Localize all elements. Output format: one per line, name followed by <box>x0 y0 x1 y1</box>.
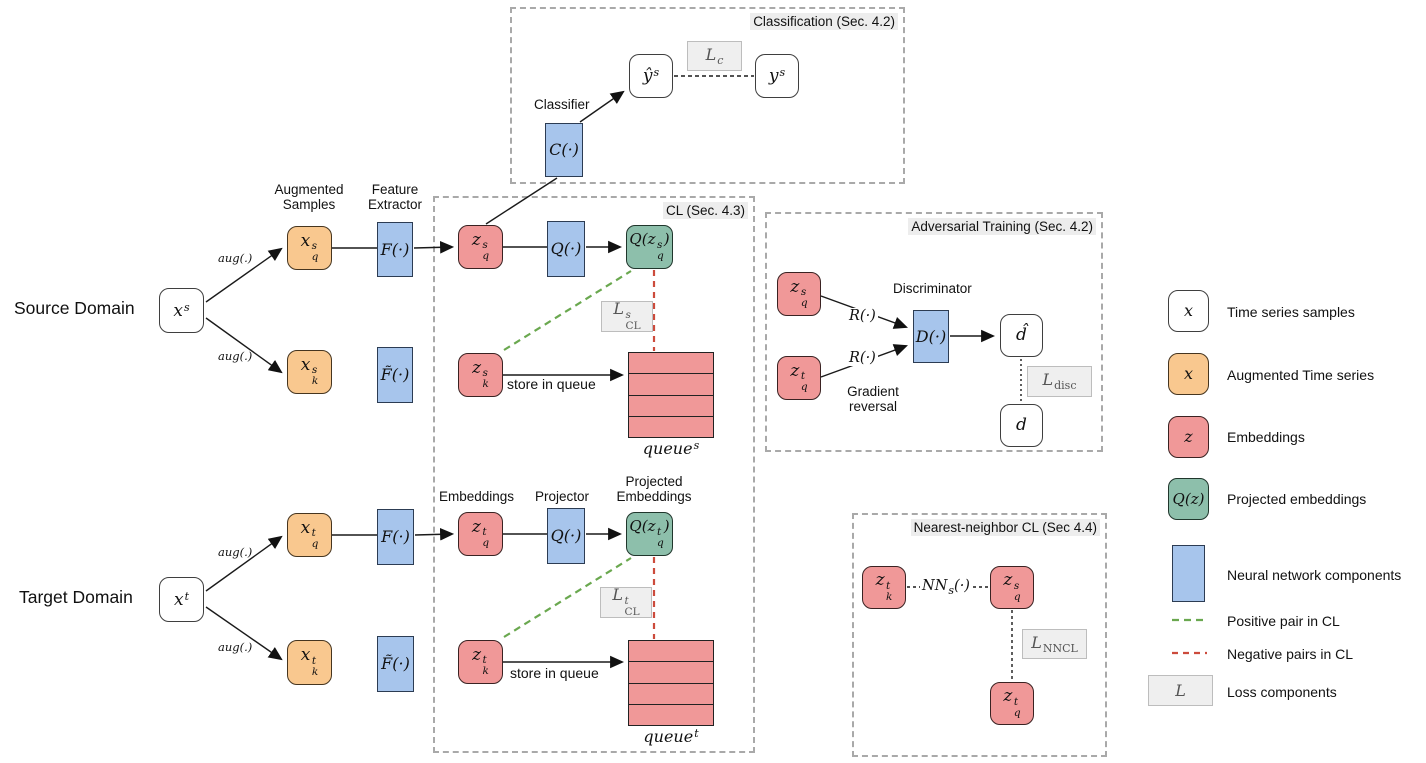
legend-label-loss: Loss components <box>1227 684 1337 700</box>
solid-arrows <box>205 90 996 669</box>
source-domain-label: Source Domain <box>14 298 135 318</box>
node-feature-extractor-Ftilde-target: F̃(·) <box>377 636 414 692</box>
queue-slot <box>629 396 713 417</box>
queue-slot <box>629 641 713 663</box>
section-classification: Classification (Sec. 4.2) <box>510 7 905 184</box>
queue-slot <box>629 374 713 396</box>
legend-label-positive-pair: Positive pair in CL <box>1227 613 1340 629</box>
node-classifier-C: C(·) <box>545 123 583 177</box>
classifier-label: Classifier <box>534 97 590 112</box>
node-feature-extractor-F-target: F(·) <box>377 509 414 565</box>
node-discriminator-D: D(·) <box>913 310 949 363</box>
positive-pair-links <box>503 270 1207 638</box>
node-d: d <box>1000 404 1043 447</box>
queue-source <box>628 352 714 438</box>
legend-swatch-loss: L <box>1148 675 1213 706</box>
queue-slot <box>629 705 713 725</box>
section-nncl-label: Nearest-neighbor CL (Sec 4.4) <box>910 519 1100 536</box>
target-domain-label: Target Domain <box>19 587 133 607</box>
legend-label-negative-pair: Negative pairs in CL <box>1227 646 1354 662</box>
queue-source-label: queues <box>642 439 700 458</box>
section-cl: CL (Sec. 4.3) <box>433 196 755 753</box>
gradient-reversal-fn-label: R(·) <box>847 308 878 324</box>
queue-slot <box>629 353 713 375</box>
queue-slot <box>629 684 713 705</box>
node-dhat: d̂ <box>1000 314 1043 357</box>
section-classification-label: Classification (Sec. 4.2) <box>750 13 898 30</box>
node-projector-Q-target: Q(·) <box>547 508 585 564</box>
node-projector-Q-source: Q(·) <box>547 221 585 277</box>
node-xt: xt <box>159 577 204 622</box>
section-cl-label: CL (Sec. 4.3) <box>662 202 748 219</box>
aug-fn-label: aug(.) <box>218 349 253 363</box>
store-in-queue-source-label: store in queue <box>507 376 596 392</box>
node-yhat: ŷs <box>629 54 673 98</box>
legend-swatch-time-series: x <box>1168 290 1209 332</box>
node-ys: ys <box>755 54 799 98</box>
aug-fn-label: aug(.) <box>218 251 253 265</box>
discriminator-label: Discriminator <box>893 281 972 296</box>
legend-label-projected: Projected embeddings <box>1227 491 1367 507</box>
loss-classification: Lc <box>687 41 742 71</box>
section-adversarial: Adversarial Training (Sec. 4.2) <box>765 212 1103 452</box>
node-feature-extractor-F-source: F(·) <box>377 222 413 277</box>
legend-label-time-series: Time series samples <box>1227 304 1355 320</box>
legend-label-neural-network: Neural network components <box>1227 567 1402 583</box>
legend-label-embeddings: Embeddings <box>1227 429 1305 445</box>
gradient-reversal-fn-label: R(·) <box>847 350 878 366</box>
loss-disc: Ldisc <box>1027 366 1092 397</box>
queue-target-label: queuet <box>643 727 699 746</box>
legend-swatch-neural-network <box>1172 545 1205 602</box>
store-in-queue-target-label: store in queue <box>510 665 599 681</box>
aug-fn-label: aug(.) <box>218 545 253 559</box>
negative-pair-links <box>652 270 1207 655</box>
node-xs: xs <box>159 288 204 333</box>
aug-fn-label: aug(.) <box>218 640 253 654</box>
legend-label-augmented: Augmented Time series <box>1227 367 1375 383</box>
section-adversarial-label: Adversarial Training (Sec. 4.2) <box>908 218 1096 235</box>
legend-swatch-projected: Q(z) <box>1168 478 1209 520</box>
nearest-neighbor-fn-label: NNs(·) <box>920 578 972 597</box>
projector-label: Projector <box>535 489 590 504</box>
legend-swatch-augmented: x <box>1168 353 1209 395</box>
section-nncl: Nearest-neighbor CL (Sec 4.4) <box>852 513 1107 757</box>
embeddings-label: Embeddings <box>439 489 515 504</box>
queue-slot <box>629 662 713 684</box>
legend-swatch-embeddings: z <box>1168 416 1209 458</box>
queue-slot <box>629 417 713 437</box>
loss-nncl: LNNCL <box>1022 629 1087 659</box>
node-feature-extractor-Ftilde-source: F̃(·) <box>377 347 413 403</box>
queue-target <box>628 640 714 726</box>
